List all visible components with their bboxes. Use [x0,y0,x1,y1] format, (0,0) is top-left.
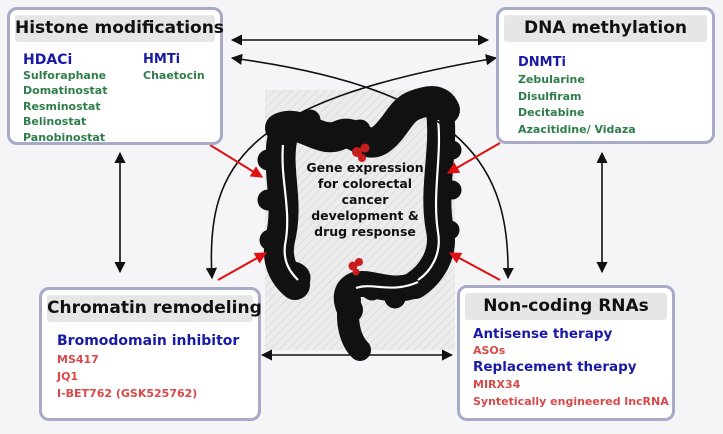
center-line: drug response [314,224,416,239]
drug-item: Panobinostat [23,130,106,144]
chromatin-title: Chromatin remodeling [47,295,262,322]
drug-item: MS417 [57,353,99,366]
ncrna-title: Non-coding RNAs [465,293,667,320]
dna-box: DNA methylation DNMTi Zebularine Disulfi… [496,7,715,144]
drug-item: I-BET762 (GSK525762) [57,387,198,400]
drug-item: Decitabine [518,106,585,119]
center-line: Gene expression [306,160,424,175]
dnmti-list: Zebularine Disulfiram Decitabine Azaciti… [518,72,636,138]
drug-item: Resminostat [23,99,101,113]
center-line: for colorectal [317,176,413,191]
ncrna-box: Non-coding RNAs Antisense therapy ASOs R… [457,285,675,421]
antisense-label: Antisense therapy [473,326,613,342]
bromodomain-label: Bromodomain inhibitor [57,333,240,349]
hdaci-label: HDACi [23,52,73,68]
histone-title: Histone modifications [15,15,224,42]
drug-item: Domatinostat [23,84,108,98]
chromatin-box: Chromatin remodeling Bromodomain inhibit… [39,287,262,421]
drug-item: Zebularine [518,73,585,86]
center-line: cancer [341,192,389,207]
replacement-list: MIRX34 Syntetically engineered lncRNA [473,376,669,410]
drug-item: MIRX34 [473,378,521,391]
drug-item: Sulforaphane [23,69,107,82]
drug-item: ASOs [473,344,506,357]
interaction-arrows [114,34,608,361]
drug-item: Disulfiram [518,89,582,103]
hmti-label: HMTi [143,52,181,67]
dnmti-label: DNMTi [518,55,566,70]
drug-item: Syntetically engineered lncRNA [473,395,669,408]
hdaci-list: Sulforaphane Domatinostat Resminostat Be… [23,68,107,145]
bromodomain-list: MS417 JQ1 I-BET762 (GSK525762) [57,351,197,402]
drug-item: Belinostat [23,115,87,129]
drug-item: Chaetocin [143,69,205,82]
center-line: development & [311,208,419,223]
histone-box: Histone modifications HDACi Sulforaphane… [7,7,224,145]
dna-title: DNA methylation [504,15,707,42]
replacement-label: Replacement therapy [473,359,637,375]
influence-arrows [209,142,501,281]
hmti-list: Chaetocin [143,68,205,83]
center-label: Gene expression for colorectal cancer de… [300,160,430,240]
drug-item: JQ1 [57,370,79,383]
antisense-list: ASOs [473,342,505,359]
drug-item: Azacitidine/ Vidaza [518,122,636,136]
